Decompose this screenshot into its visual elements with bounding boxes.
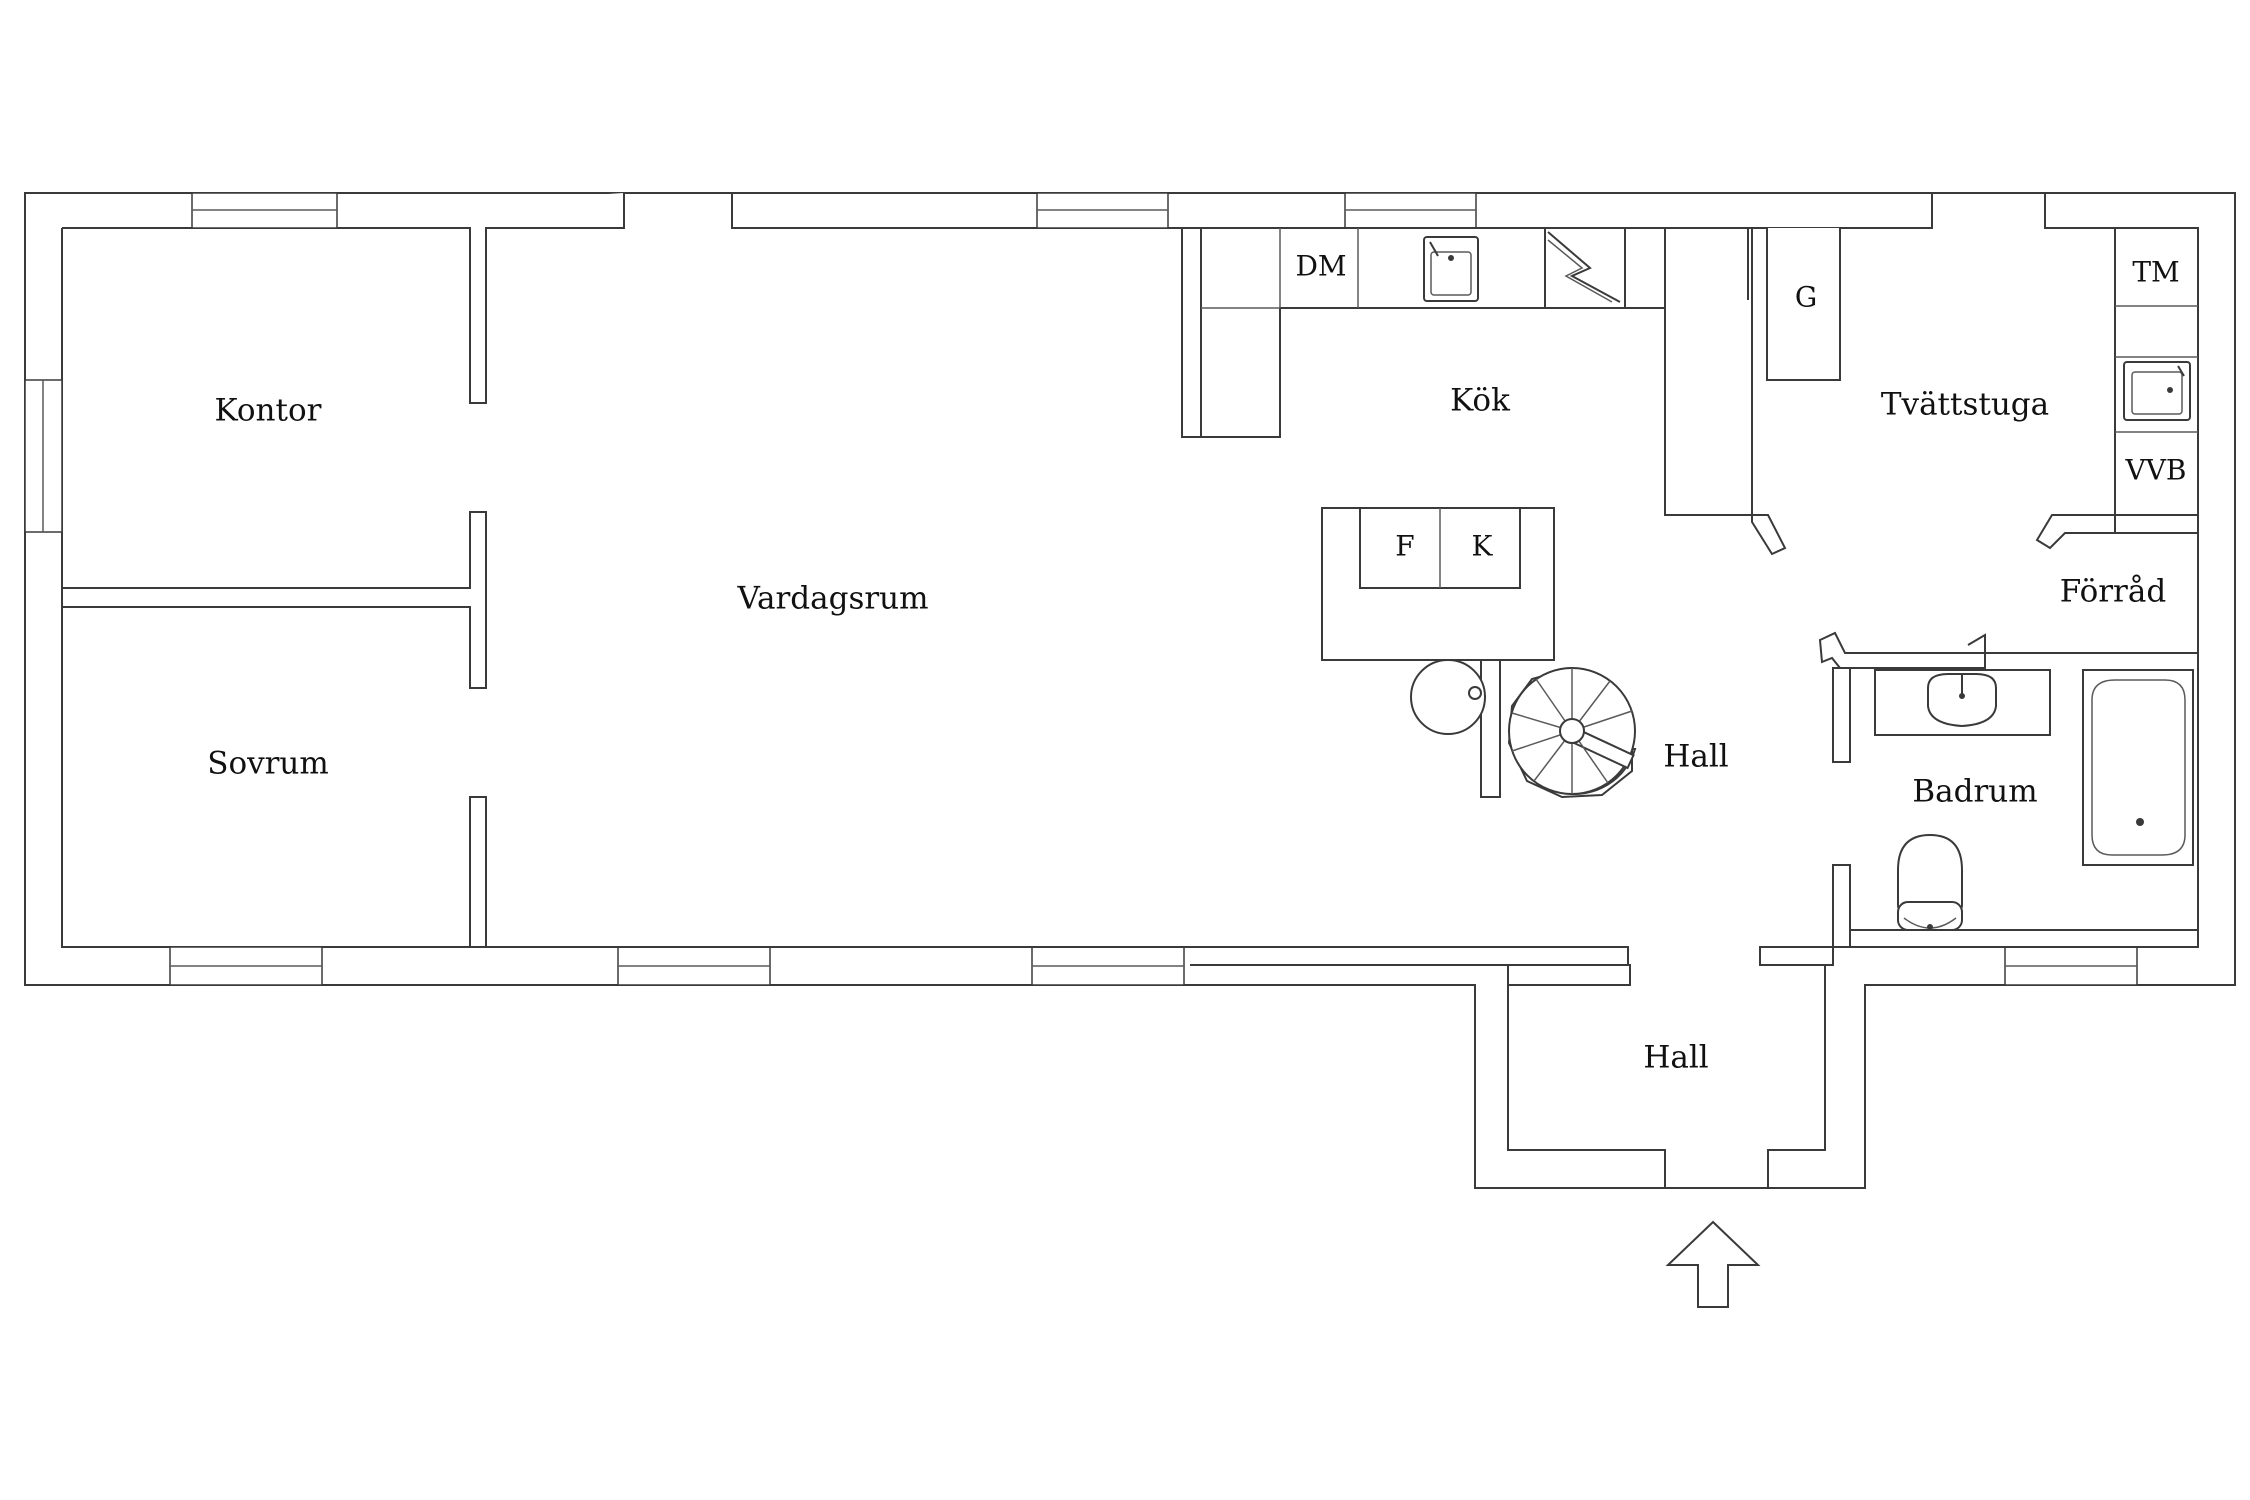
room-label-kontor: Kontor — [215, 393, 322, 429]
fixture-label-dm: DM — [1295, 250, 1346, 283]
round-table-icon — [1410, 659, 1486, 735]
laundry-sink-icon — [2123, 361, 2191, 421]
room-label-vardagsrum: Vardagsrum — [736, 581, 928, 617]
room-label-tvattstuga: Tvättstuga — [1881, 387, 2049, 423]
bathtub-icon — [2082, 669, 2194, 866]
room-label-forrad: Förråd — [2060, 574, 2166, 610]
toilet-icon — [1897, 833, 1963, 931]
windows — [24, 192, 2138, 986]
spiral-staircase-icon — [1507, 667, 1637, 799]
fixture-label-g: G — [1795, 281, 1817, 314]
laundry-fixtures — [2114, 227, 2199, 516]
fixture-label-tm: TM — [2132, 256, 2179, 289]
stove-icon — [1544, 227, 1626, 309]
room-label-badrum: Badrum — [1912, 774, 2037, 810]
fixture-label-k: K — [1472, 530, 1494, 563]
entrance-arrow-icon — [1665, 1220, 1761, 1308]
room-label-hall-inner: Hall — [1663, 739, 1728, 775]
fridge-freezer-unit — [1359, 507, 1521, 589]
fixture-label-f: F — [1395, 530, 1414, 563]
kitchen-sink-icon — [1423, 236, 1479, 302]
washbasin-icon — [1874, 669, 2051, 736]
room-label-sovrum: Sovrum — [207, 746, 329, 782]
bathroom-fixtures — [1874, 669, 2194, 931]
kitchen-counters — [1200, 227, 1666, 589]
fixture-label-vvb: VVB — [2124, 454, 2186, 487]
room-label-kok: Kök — [1450, 383, 1510, 419]
room-label-hall-entry: Hall — [1643, 1040, 1708, 1076]
